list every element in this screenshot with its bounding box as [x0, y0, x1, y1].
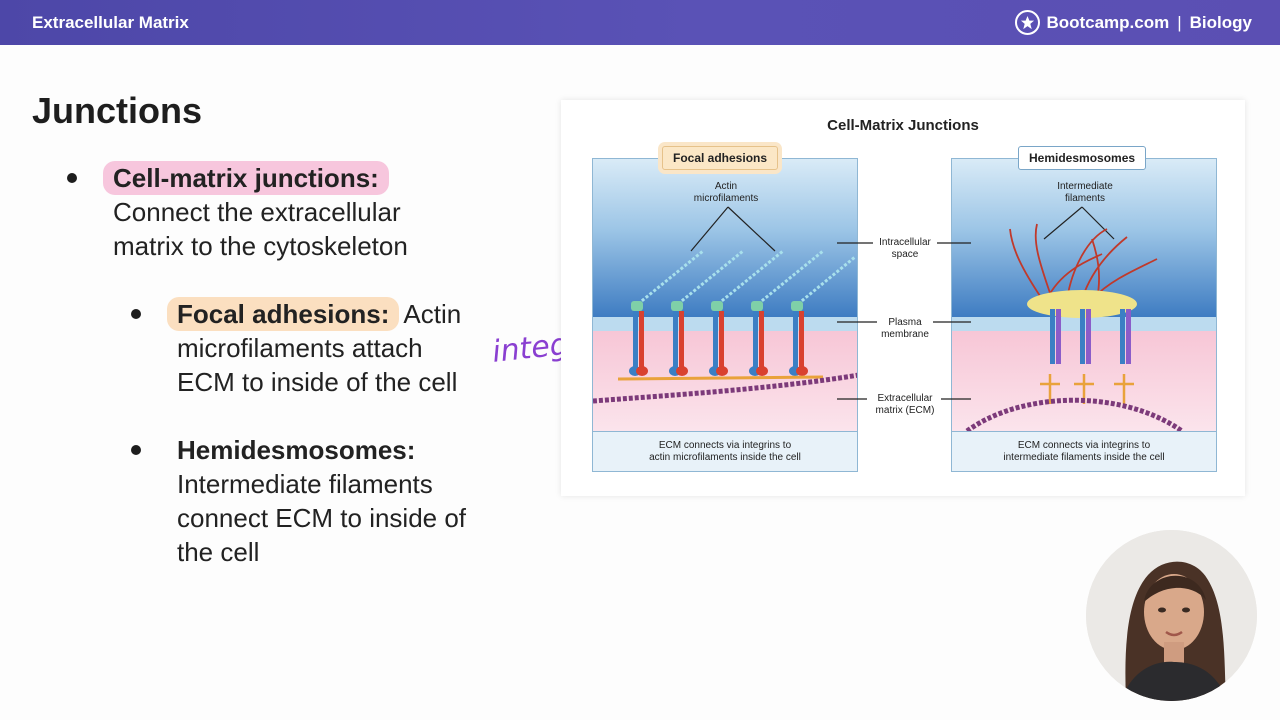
brand: Bootcamp.com | Biology [1015, 10, 1252, 35]
slide-title: Junctions [32, 90, 203, 131]
extracellular-matrix-label: Extracellular matrix (ECM) [875, 393, 935, 416]
hemidesmosomes-line1: Intermediate filaments [177, 469, 433, 499]
bullet-focal-adhesions: Focal adhesions:Actin microfilaments att… [167, 297, 462, 399]
cell-matrix-figure: Cell-Matrix Junctions [561, 100, 1245, 496]
hemidesmosome-diagram [965, 206, 1184, 431]
focal-adhesion-diagram [593, 206, 857, 404]
focal-adhesions-inline: Actin [403, 299, 462, 329]
brand-name: Bootcamp.com [1046, 12, 1170, 32]
bootcamp-logo-icon [1015, 10, 1041, 35]
right-caption-box: ECM connects via integrins to intermedia… [952, 431, 1216, 471]
hemidesmosomes-heading: Hemidesmosomes: [177, 435, 416, 465]
bullet-dot [131, 309, 141, 319]
brand-subject: Biology [1189, 12, 1252, 32]
hemidesmosomes-line2: connect ECM to inside of [177, 503, 467, 533]
actin-label: Actin microfilaments [693, 181, 759, 204]
header-bar: Extracellular Matrix Bootcamp.com | Biol… [0, 0, 1280, 45]
cell-matrix-line2: matrix to the cytoskeleton [113, 231, 408, 261]
plasma-membrane-label: Plasma membrane [881, 317, 929, 340]
hemidesmosomes-line3: the cell [177, 537, 260, 567]
focal-adhesions-tag: Focal adhesions [662, 146, 779, 170]
focal-adhesions-line2: ECM to inside of the cell [177, 367, 458, 397]
bullet-hemidesmosomes: Hemidesmosomes: Intermediate filaments c… [177, 433, 466, 569]
focal-adhesions-heading: Focal adhesions: [167, 297, 400, 331]
presenter-avatar-icon [1086, 530, 1257, 701]
plasma-membrane-region [593, 317, 857, 331]
presenter-webcam [1086, 530, 1257, 701]
bullet-dot [131, 445, 141, 455]
intracellular-space-label: Intracellular space [879, 237, 931, 260]
hemidesmosomes-panel: Intermediate filaments ECM connects via … [951, 158, 1217, 472]
right-caption: ECM connects via integrins to intermedia… [1003, 440, 1165, 463]
figure-title: Cell-Matrix Junctions [827, 117, 979, 134]
cell-matrix-heading: Cell-matrix junctions: [103, 161, 389, 195]
lesson-title: Extracellular Matrix [32, 13, 189, 32]
intermediate-label: Intermediate filaments [1057, 181, 1113, 204]
brand-separator: | [1177, 12, 1182, 32]
focal-adhesions-panel: Actin microfilaments ECM connects via in… [592, 158, 858, 472]
focal-adhesions-line1: microfilaments attach [177, 333, 423, 363]
center-leader-lines [837, 242, 971, 400]
hemidesmosomes-tag: Hemidesmosomes [1018, 146, 1147, 170]
cell-matrix-line1: Connect the extracellular [113, 197, 401, 227]
left-caption-box: ECM connects via integrins to actin micr… [593, 431, 857, 471]
left-caption: ECM connects via integrins to actin micr… [649, 440, 801, 463]
bullet-cell-matrix: Cell-matrix junctions: Connect the extra… [103, 161, 408, 263]
bullet-dot [67, 173, 77, 183]
